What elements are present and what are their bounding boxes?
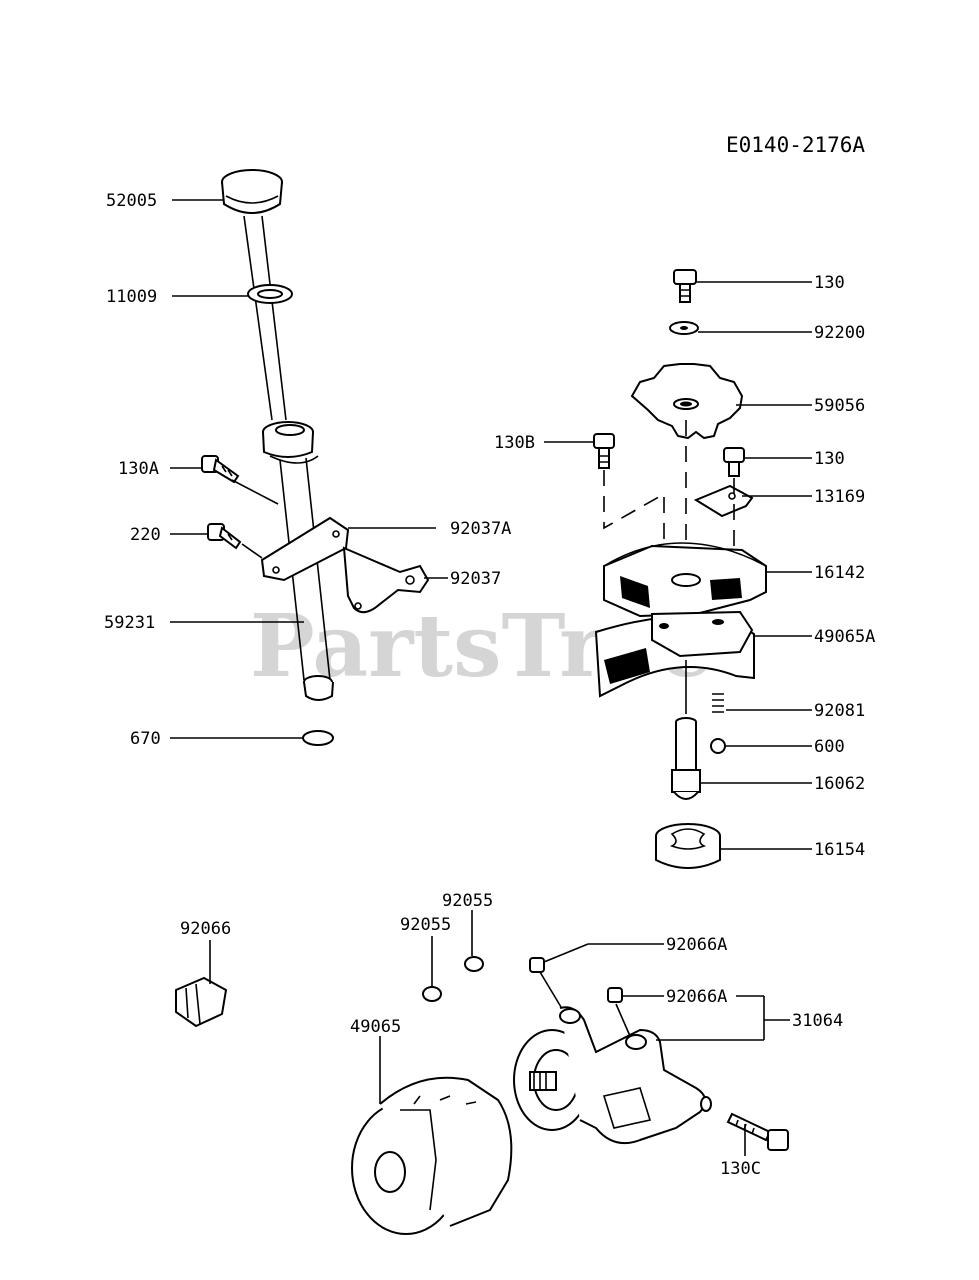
rotor-16154[interactable]	[655, 823, 721, 869]
oring-92055-b[interactable]	[464, 956, 484, 972]
dipstick-cap[interactable]	[221, 169, 287, 421]
dipstick-seal-ring[interactable]	[247, 284, 293, 304]
label-59231[interactable]: 59231	[104, 613, 155, 633]
pump-cover[interactable]	[603, 542, 767, 618]
label-92055-a[interactable]: 92055	[400, 915, 451, 935]
diagram-code: E0140-2176A	[726, 133, 865, 157]
filter-bracket-31064[interactable]	[513, 1006, 712, 1144]
tube-bottom-fitting	[303, 675, 334, 701]
pipe-fitting-92066a-2[interactable]	[607, 987, 623, 1003]
label-670[interactable]: 670	[130, 729, 161, 749]
label-16062[interactable]: 16062	[814, 774, 865, 794]
label-31064[interactable]: 31064	[792, 1011, 843, 1031]
label-11009[interactable]: 11009	[106, 287, 157, 307]
tube-bracket[interactable]	[260, 516, 350, 582]
label-130a[interactable]: 130A	[118, 459, 159, 479]
label-92066[interactable]: 92066	[180, 919, 231, 939]
label-92055-b[interactable]: 92055	[442, 891, 493, 911]
oring-92055-a[interactable]	[422, 986, 442, 1002]
label-49065[interactable]: 49065	[350, 1017, 401, 1037]
part-labels: 52005 11009 130A 220 92037A 92037 59231 …	[104, 191, 875, 1179]
bolt-130c[interactable]	[726, 1112, 789, 1151]
label-92037[interactable]: 92037	[450, 569, 501, 589]
label-600[interactable]: 600	[814, 737, 845, 757]
label-92037a[interactable]: 92037A	[450, 519, 511, 539]
label-92066a-2[interactable]: 92066A	[666, 987, 727, 1007]
label-13169[interactable]: 13169	[814, 487, 865, 507]
oil-filter-49065[interactable]	[351, 1076, 513, 1235]
tube-clamp[interactable]	[342, 546, 430, 614]
label-16142[interactable]: 16142	[814, 563, 865, 583]
bolt-130a[interactable]	[201, 455, 240, 484]
oring-670[interactable]	[302, 730, 334, 746]
plate-13169[interactable]	[693, 484, 754, 518]
label-92081[interactable]: 92081	[814, 701, 865, 721]
label-49065a[interactable]: 49065A	[814, 627, 875, 647]
pump-shaft-16062[interactable]	[671, 717, 701, 800]
bolt-130b[interactable]	[593, 433, 615, 469]
label-130-top[interactable]: 130	[814, 273, 845, 293]
label-130c[interactable]: 130C	[720, 1159, 761, 1179]
bolt-220[interactable]	[207, 523, 242, 550]
label-52005[interactable]: 52005	[106, 191, 157, 211]
leader-lines	[170, 199, 812, 1156]
pipe-fitting-92066a-1[interactable]	[529, 957, 545, 973]
pump-gear[interactable]	[630, 363, 744, 440]
label-16154[interactable]: 16154	[814, 840, 865, 860]
label-130b[interactable]: 130B	[494, 433, 535, 453]
spring-92081[interactable]	[712, 693, 724, 713]
label-92066a-1[interactable]: 92066A	[666, 935, 727, 955]
ball-600[interactable]	[710, 738, 726, 754]
bolt-130-mid[interactable]	[723, 447, 745, 477]
label-220[interactable]: 220	[130, 525, 161, 545]
pump-housing-49065a[interactable]	[594, 610, 755, 698]
bolt-130-top[interactable]	[673, 269, 697, 303]
plug-92066[interactable]	[175, 976, 228, 1028]
label-130-mid[interactable]: 130	[814, 449, 845, 469]
label-92200[interactable]: 92200	[814, 323, 865, 343]
washer-92200[interactable]	[669, 321, 699, 335]
dipstick-tube[interactable]	[262, 421, 331, 685]
label-59056[interactable]: 59056	[814, 396, 865, 416]
